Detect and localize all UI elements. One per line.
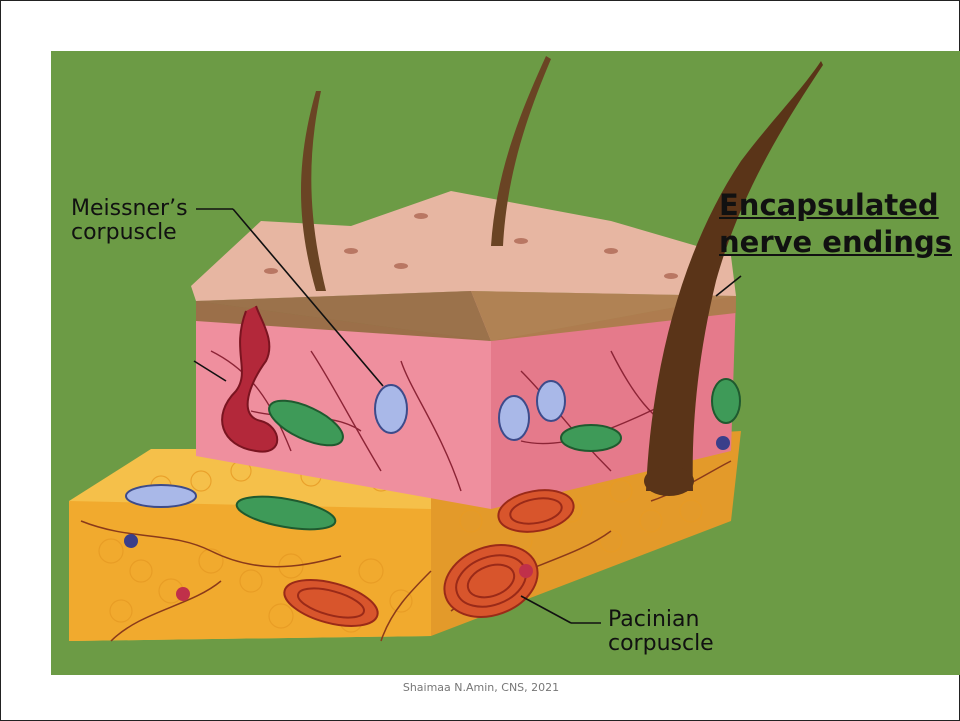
pacinian-label-line2: corpuscle bbox=[608, 632, 714, 656]
slide-heading: Encapsulated nerve endings bbox=[719, 187, 954, 261]
slide-footer: Shaimaa N.Amin, CNS, 2021 bbox=[1, 681, 960, 694]
pacinian-label: Pacinian corpuscle bbox=[608, 608, 714, 656]
pacinian-label-line1: Pacinian bbox=[608, 608, 714, 632]
meissner-label: Meissner’s corpuscle bbox=[71, 197, 188, 245]
heading-line1: Encapsulated bbox=[719, 187, 954, 224]
skin-illustration bbox=[51, 51, 960, 675]
heading-line2: nerve endings bbox=[719, 224, 954, 261]
meissner-label-line2: corpuscle bbox=[71, 221, 188, 245]
meissner-label-line1: Meissner’s bbox=[71, 197, 188, 221]
skin-cross-section-diagram bbox=[51, 51, 960, 675]
